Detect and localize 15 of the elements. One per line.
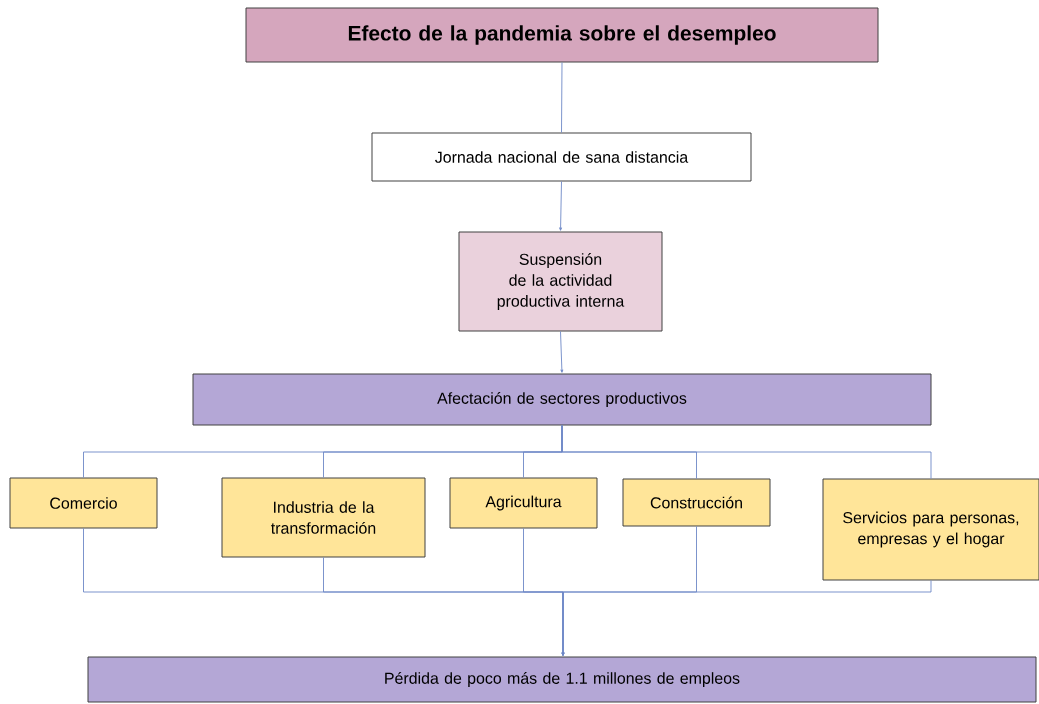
connector [561, 62, 563, 133]
sector-box: Construcción [622, 478, 771, 527]
process-box: Afectación de sectores productivos [192, 373, 932, 426]
sector-box: Industria de la transformación [221, 477, 426, 558]
result-box: Pérdida de poco más de 1.1 millones de empleos [87, 656, 1037, 703]
connector [561, 425, 932, 479]
sector-box: Agricultura [449, 477, 598, 529]
connector [559, 181, 563, 231]
sector-box: Comercio [9, 477, 158, 529]
process-box: Jornada nacional de sana distancia [371, 132, 752, 182]
connector [561, 580, 932, 656]
sector-box: Servicios para personas, empresas y el hogar [822, 478, 1039, 581]
connector [560, 331, 564, 373]
process-box: Suspensión de la actividad productiva interna [458, 231, 663, 332]
title-box: Efecto de la pandemia sobre el desempleo [245, 7, 879, 63]
